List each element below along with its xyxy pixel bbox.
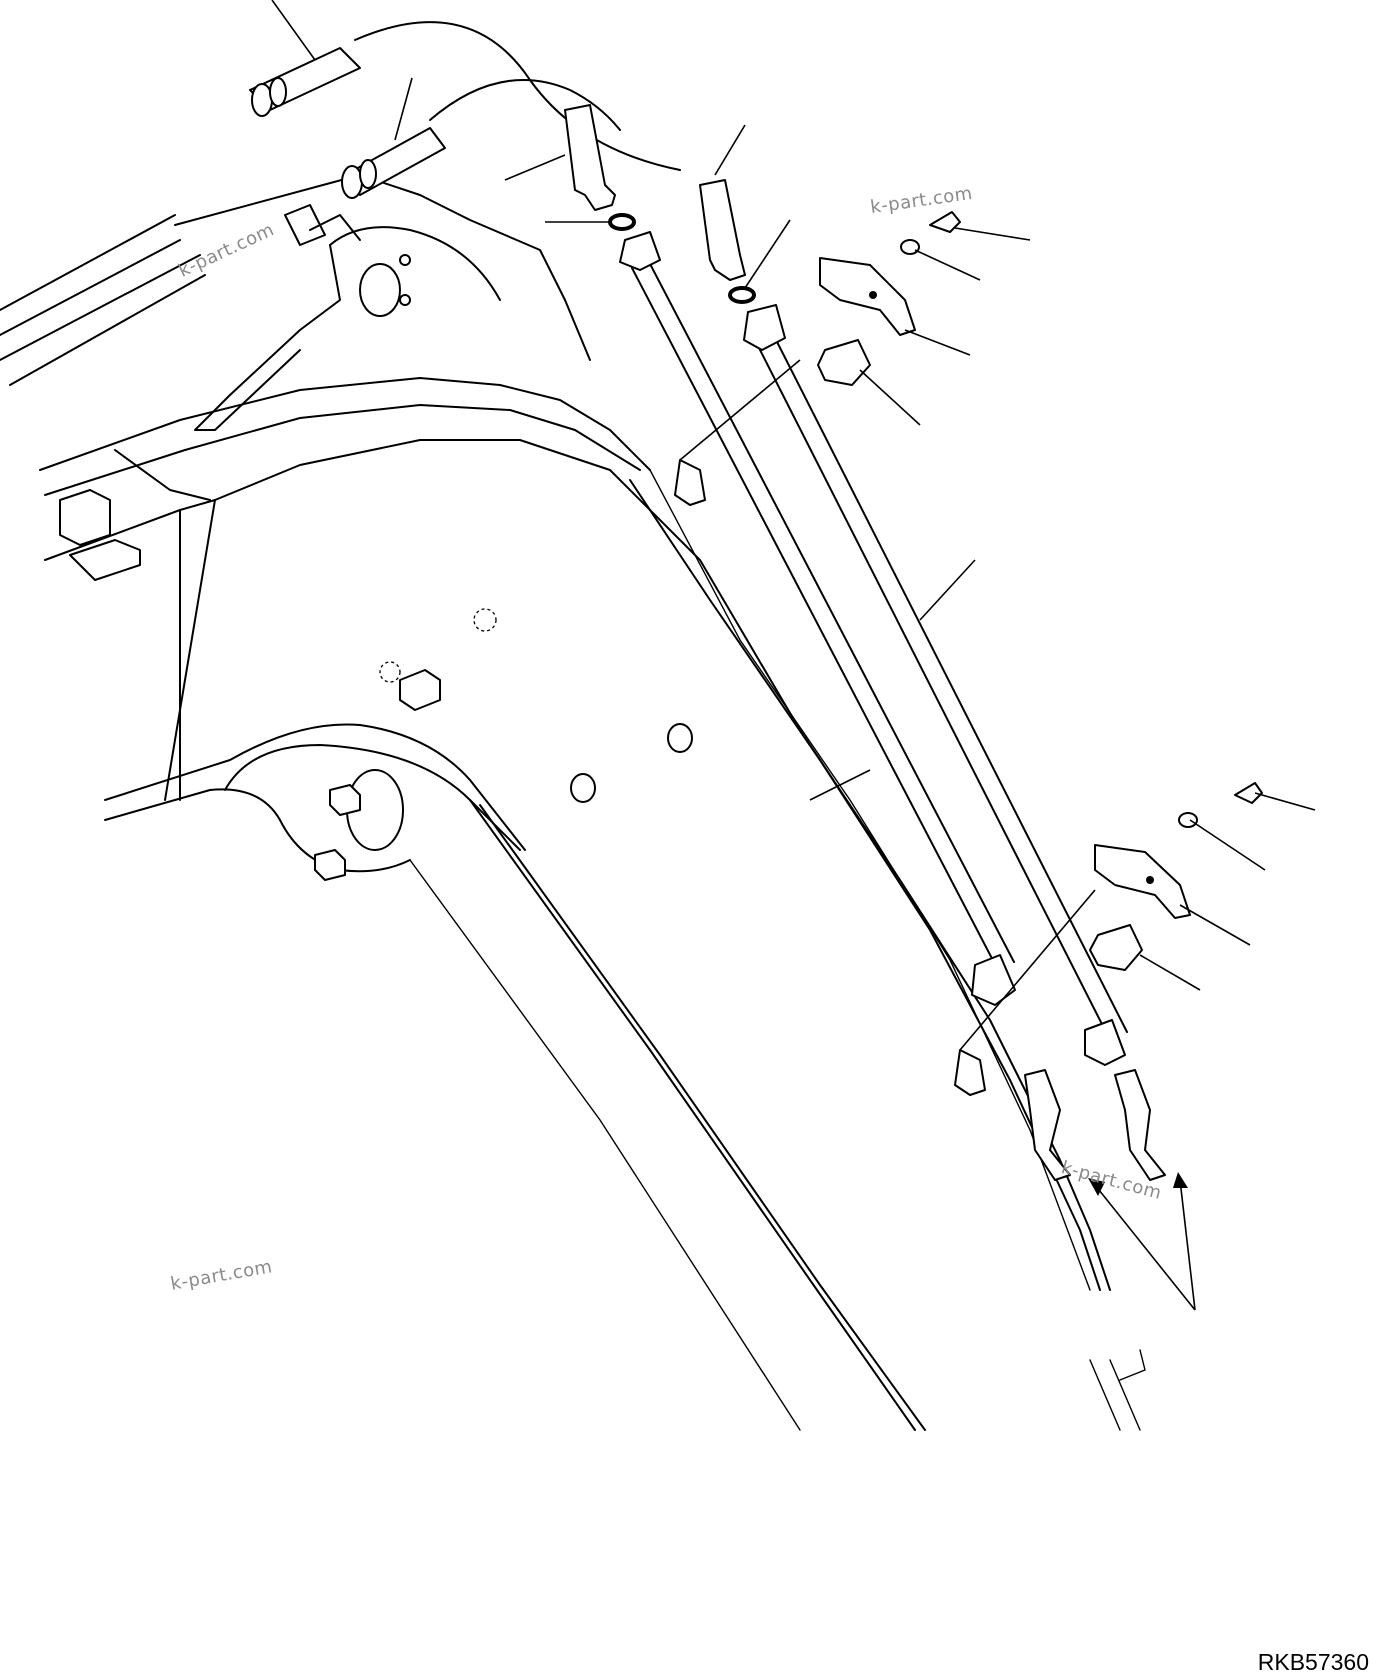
o-ring-right-icon <box>728 286 756 304</box>
o-ring-left-icon <box>608 213 636 231</box>
clamp-upper <box>817 211 961 386</box>
steel-pipes <box>619 231 1166 1181</box>
hydraulic-hoses <box>249 21 756 304</box>
drawing-code: RKB57360 <box>1257 1649 1369 1675</box>
boom-structure <box>0 174 1146 1431</box>
clamp-lower <box>1089 782 1263 971</box>
hose-end-center <box>564 104 616 211</box>
hose-fitting-upper-left <box>249 47 361 117</box>
leader-lines <box>271 0 1316 1311</box>
hose-end-right <box>699 179 746 281</box>
hose-fitting-lower-left <box>341 127 446 199</box>
